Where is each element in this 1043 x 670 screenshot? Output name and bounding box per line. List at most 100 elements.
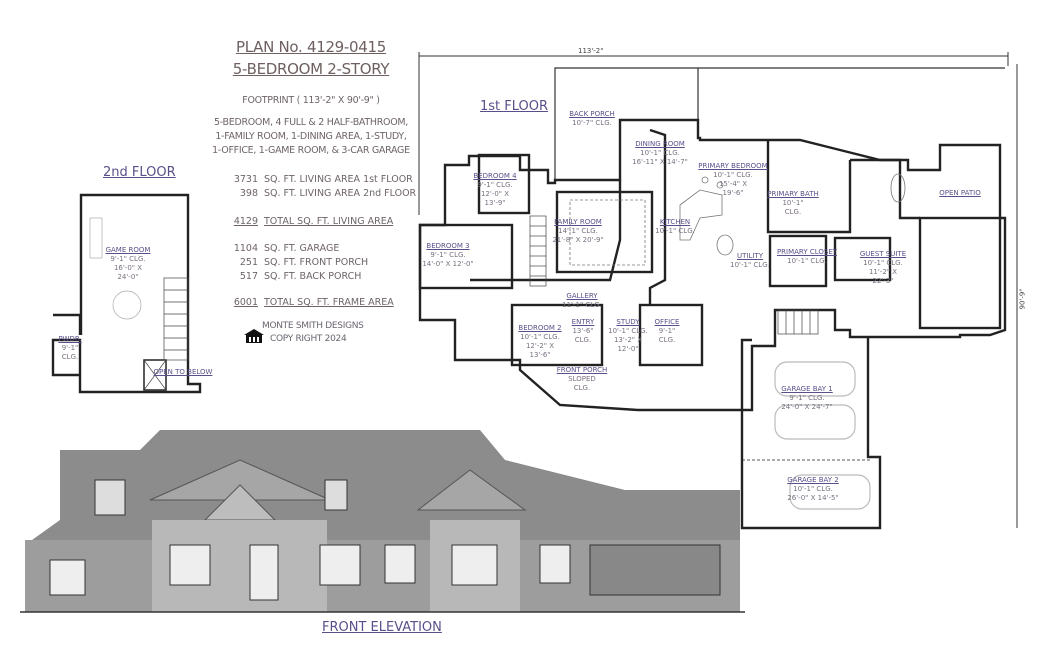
room-detail: 9'-1" CLG. — [789, 394, 825, 402]
room-detail: 10'-1" CLG. — [520, 333, 560, 341]
room-name: PRIMARY BATH — [767, 190, 819, 198]
room-detail: CLG. — [658, 336, 676, 344]
plan-type: 5-BEDROOM 2-STORY — [232, 60, 390, 78]
second-floor-heading: 2nd FLOOR — [103, 165, 176, 180]
room-detail: 10'-1" CLG. — [713, 171, 753, 179]
room-detail: CLG. — [61, 353, 79, 361]
room-detail: CLG. — [574, 336, 592, 344]
room-detail: 24'-0" X 24'-7" — [781, 403, 833, 411]
room-detail: 10'-1" CLG. — [863, 259, 903, 267]
room-name: BACK PORCH — [569, 110, 615, 118]
stairs — [529, 215, 819, 335]
room-detail: 13'-9" — [484, 199, 506, 207]
room-name: FAMILY ROOM — [554, 218, 602, 226]
room-detail: 12'-0" — [617, 345, 639, 353]
room-detail: 14'-0" X 12'-0" — [422, 260, 474, 268]
furniture — [569, 173, 906, 266]
room-detail: 9'-1" — [61, 344, 79, 352]
designer-name: MONTE SMITH DESIGNS — [262, 321, 364, 331]
description-line: 1-OFFICE, 1-GAME ROOM, & 3-CAR GARAGE — [212, 145, 410, 156]
room-detail: 13'-2" X — [613, 336, 643, 344]
room-detail: 16'-0" X — [113, 264, 143, 272]
room-detail: CLG. — [573, 384, 591, 392]
room-name: PRIMARY BEDROOM — [698, 162, 768, 170]
room-label: PWDR.9'-1"CLG. — [58, 335, 81, 362]
room-name: OFFICE — [654, 318, 680, 326]
room-name: FRONT PORCH — [556, 366, 608, 374]
room-name: OPEN TO BELOW — [153, 368, 213, 376]
footprint: FOOTPRINT ( 113'-2" X 90'-9" ) — [242, 95, 380, 106]
front-elevation-drawing — [20, 430, 745, 613]
room-detail: 9'-1" — [658, 327, 676, 335]
room-name: BEDROOM 2 — [518, 324, 562, 332]
dimension-lines — [418, 52, 1018, 528]
first-floor-walls — [418, 118, 1007, 412]
room-detail: 22'-3" — [872, 277, 894, 285]
room-name: GAME ROOM — [105, 246, 151, 254]
room-detail: 9'-1" CLG. — [430, 251, 466, 259]
room-name: KITCHEN — [659, 218, 691, 226]
room-name: PRIMARY CLOSET — [776, 248, 838, 256]
first-floor-heading: 1st FLOOR — [480, 99, 549, 114]
room-detail: SLOPED — [568, 375, 596, 383]
room-name: DINING ROOM — [635, 140, 685, 148]
garage-walls — [740, 337, 882, 530]
room-name: GARAGE BAY 2 — [787, 476, 839, 484]
room-detail: 14'-1" CLG. — [558, 227, 598, 235]
room-detail: 10'-1" CLG. — [608, 327, 648, 335]
plan-number: PLAN No. 4129-0415 — [235, 38, 387, 56]
room-name: STUDY — [616, 318, 640, 326]
room-detail: 10'-1" — [782, 199, 804, 207]
room-name: ENTRY — [571, 318, 595, 326]
copyright: COPY RIGHT 2024 — [270, 334, 347, 344]
room-detail: 10'-1" CLG. — [640, 149, 680, 157]
room-detail: 13'-6" — [572, 327, 594, 335]
room-name: GARAGE BAY 1 — [781, 385, 833, 393]
room-detail: 9'-1" CLG. — [477, 181, 513, 189]
room-detail: 26'-0" X 14'-5" — [787, 494, 839, 502]
room-detail: 10'-7" CLG. — [572, 119, 612, 127]
room-detail: 24'-0" — [117, 273, 139, 281]
room-detail: 11'-1" CLG. — [562, 301, 602, 309]
depth-dimension: 90'-9" — [1018, 288, 1027, 310]
second-floor-stairs — [89, 217, 189, 391]
back-porch-outline — [554, 67, 1005, 180]
room-detail: CLG. — [784, 208, 802, 216]
room-detail: 10'-1" CLG. — [730, 261, 770, 269]
room-name: OPEN PATIO — [939, 189, 981, 197]
room-detail: 21'-8" X 20'-9" — [552, 236, 604, 244]
room-name: GUEST SUITE — [859, 250, 907, 258]
width-dimension: 113'-2" — [578, 47, 604, 55]
room-name: BEDROOM 3 — [426, 242, 470, 250]
room-name: UTILITY — [737, 252, 763, 260]
room-detail: 19'-6" — [722, 189, 744, 197]
room-detail: 16'-11" X 14'-7" — [632, 158, 688, 166]
room-name: BEDROOM 4 — [473, 172, 517, 180]
room-label: OPEN PATIO — [939, 189, 980, 198]
